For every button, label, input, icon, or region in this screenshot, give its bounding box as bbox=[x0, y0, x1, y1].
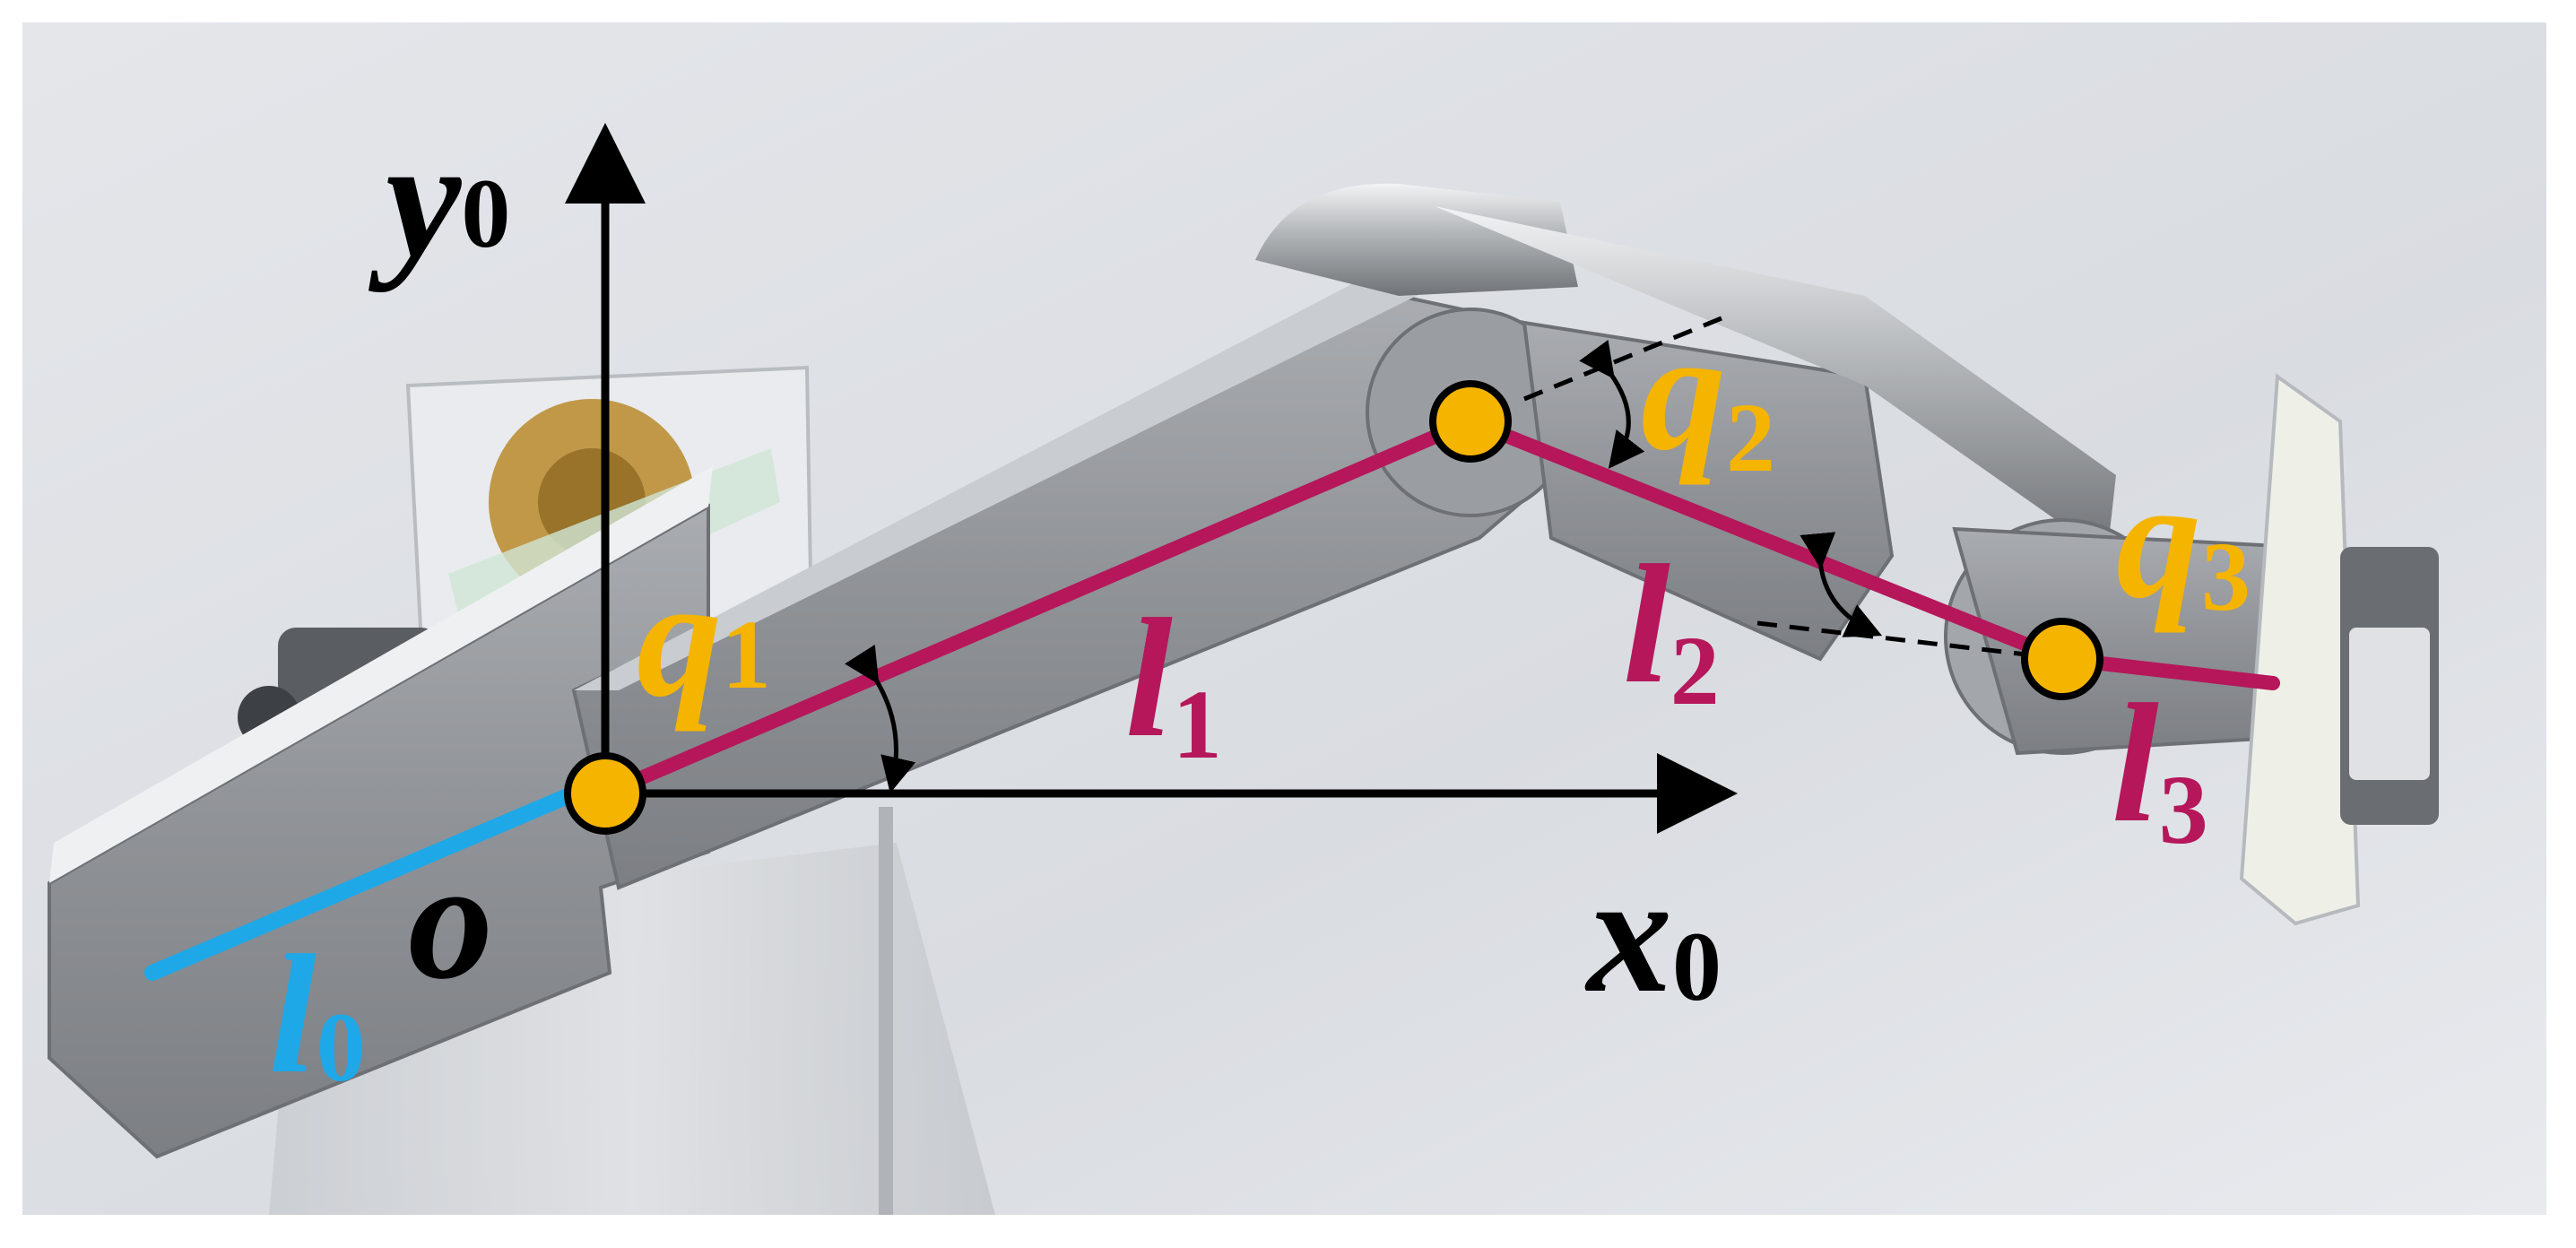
coordinate-axes bbox=[565, 123, 1738, 834]
joint-marker-wrist bbox=[2021, 618, 2103, 700]
l3-label: l3 bbox=[2112, 670, 2208, 864]
link-l1 bbox=[598, 414, 1478, 801]
x-axis-label: x0 bbox=[1584, 840, 1722, 1028]
l2-label: l2 bbox=[1623, 531, 1720, 725]
l1-label: l1 bbox=[1125, 585, 1222, 779]
kinematic-links bbox=[144, 414, 2280, 981]
origin-label: o bbox=[408, 827, 493, 1015]
q2-angle-arc bbox=[1579, 339, 1645, 469]
labels: y0 x0 o q1 q2 q3 l0 l1 l2 bbox=[269, 105, 2251, 1109]
q1-label: q1 bbox=[637, 544, 771, 732]
q3-angle-arc bbox=[1800, 532, 1883, 637]
joint-angle-indicators bbox=[845, 316, 2027, 793]
q1-angle-arc bbox=[845, 644, 916, 793]
link-l2 bbox=[1463, 414, 2069, 666]
joint-marker-base bbox=[564, 752, 646, 835]
q3-label: q3 bbox=[2116, 446, 2251, 634]
l0-label: l0 bbox=[269, 921, 366, 1109]
link-l0 bbox=[144, 785, 582, 981]
joint-marker-elbow bbox=[1429, 380, 1512, 463]
q2-label: q2 bbox=[1641, 298, 1775, 492]
joints bbox=[564, 380, 2103, 835]
